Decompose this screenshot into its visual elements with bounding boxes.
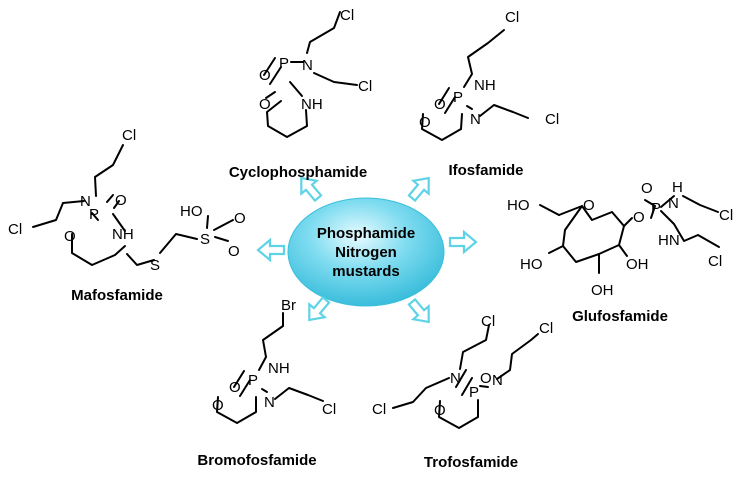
atom-cl: Cl (122, 127, 136, 144)
atom-nh: NH (112, 226, 134, 243)
atom-o: O (259, 96, 271, 113)
mafosfamide-structure: N Cl Cl P O O NH S S HO O O Mafosfamide (8, 127, 246, 304)
arrow-up-right (407, 176, 430, 203)
atom-o: O (633, 209, 645, 226)
arrows (256, 176, 478, 324)
arrow-left (256, 237, 286, 263)
label-trofosfamide: Trofosfamide (424, 454, 518, 471)
atom-o: O (641, 180, 653, 197)
atom-cl: Cl (322, 401, 336, 418)
atom-o: O (434, 402, 446, 419)
trofosfamide-structure: Cl N P O N Cl Cl O Trofosfamide (372, 313, 553, 471)
arrow-right (448, 229, 478, 255)
atom-oh: OH (626, 256, 649, 273)
atom-p: P (279, 55, 289, 72)
atom-cl: Cl (539, 320, 553, 337)
atom-br: Br (281, 297, 296, 314)
atom-n: N (80, 193, 91, 210)
center-title-line2: Nitrogen (335, 244, 397, 261)
atom-p: P (453, 89, 463, 106)
center-oval: Phosphamide Nitrogen mustards (287, 197, 445, 307)
atom-o: O (583, 197, 595, 214)
atom-o: O (212, 397, 224, 414)
atom-p: P (89, 206, 99, 223)
atom-n: N (450, 370, 461, 387)
atom-n: N (492, 372, 503, 389)
atom-cl: Cl (340, 7, 354, 24)
atom-ho: HO (520, 256, 543, 273)
label-mafosfamide: Mafosfamide (71, 287, 163, 304)
atom-cl: Cl (505, 9, 519, 26)
bromofosfamide-structure: Br O P NH O N Cl Bromofosfamide (197, 297, 336, 469)
atom-o: O (64, 228, 76, 245)
atom-cl: Cl (481, 313, 495, 330)
cyclophosphamide-structure: O P N Cl Cl O NH Cyclophosphamide (229, 7, 372, 181)
atom-p: P (469, 384, 479, 401)
label-glufosfamide: Glufosfamide (572, 308, 668, 325)
atom-o: O (234, 210, 246, 227)
atom-cl: Cl (545, 111, 559, 128)
label-cyclophosphamide: Cyclophosphamide (229, 164, 367, 181)
arrow-down-right (407, 297, 430, 324)
atom-nh: NH (301, 96, 323, 113)
atom-h: H (672, 179, 683, 196)
center-ellipse (287, 197, 445, 307)
atom-cl: Cl (358, 78, 372, 95)
atom-s: S (150, 257, 160, 274)
atom-cl: Cl (708, 253, 722, 270)
atom-n: N (264, 394, 275, 411)
atom-o: O (229, 379, 241, 396)
label-bromofosfamide: Bromofosfamide (197, 452, 316, 469)
atom-o: O (259, 67, 271, 84)
atom-cl: Cl (719, 207, 733, 224)
atom-p: P (248, 372, 258, 389)
atom-o: O (419, 114, 431, 131)
glufosfamide-structure: HO O O P O H N Cl HN Cl HO OH OH Glufosf… (507, 179, 733, 325)
atom-hn: HN (658, 232, 680, 249)
atom-o: O (480, 370, 492, 387)
atom-s: S (200, 231, 210, 248)
ifosfamide-structure: O P NH Cl O N Cl Ifosfamide (419, 9, 559, 179)
atom-oh: OH (591, 282, 614, 299)
atom-ho: HO (507, 197, 530, 214)
atom-n: N (470, 111, 481, 128)
atom-o: O (228, 243, 240, 260)
atom-ho: HO (180, 203, 203, 220)
atom-p: P (651, 200, 661, 217)
arrow-down-left (308, 295, 331, 322)
arrow-up-left (300, 176, 323, 203)
center-title-line3: mustards (332, 263, 400, 280)
atom-o: O (115, 192, 127, 209)
atom-cl: Cl (372, 401, 386, 418)
atom-n: N (668, 195, 679, 212)
atom-nh: NH (474, 77, 496, 94)
atom-nh: NH (268, 360, 290, 377)
atom-n: N (302, 57, 313, 74)
atom-o: O (434, 96, 446, 113)
label-ifosfamide: Ifosfamide (448, 162, 523, 179)
atom-cl: Cl (8, 221, 22, 238)
center-title-line1: Phosphamide (317, 225, 415, 242)
